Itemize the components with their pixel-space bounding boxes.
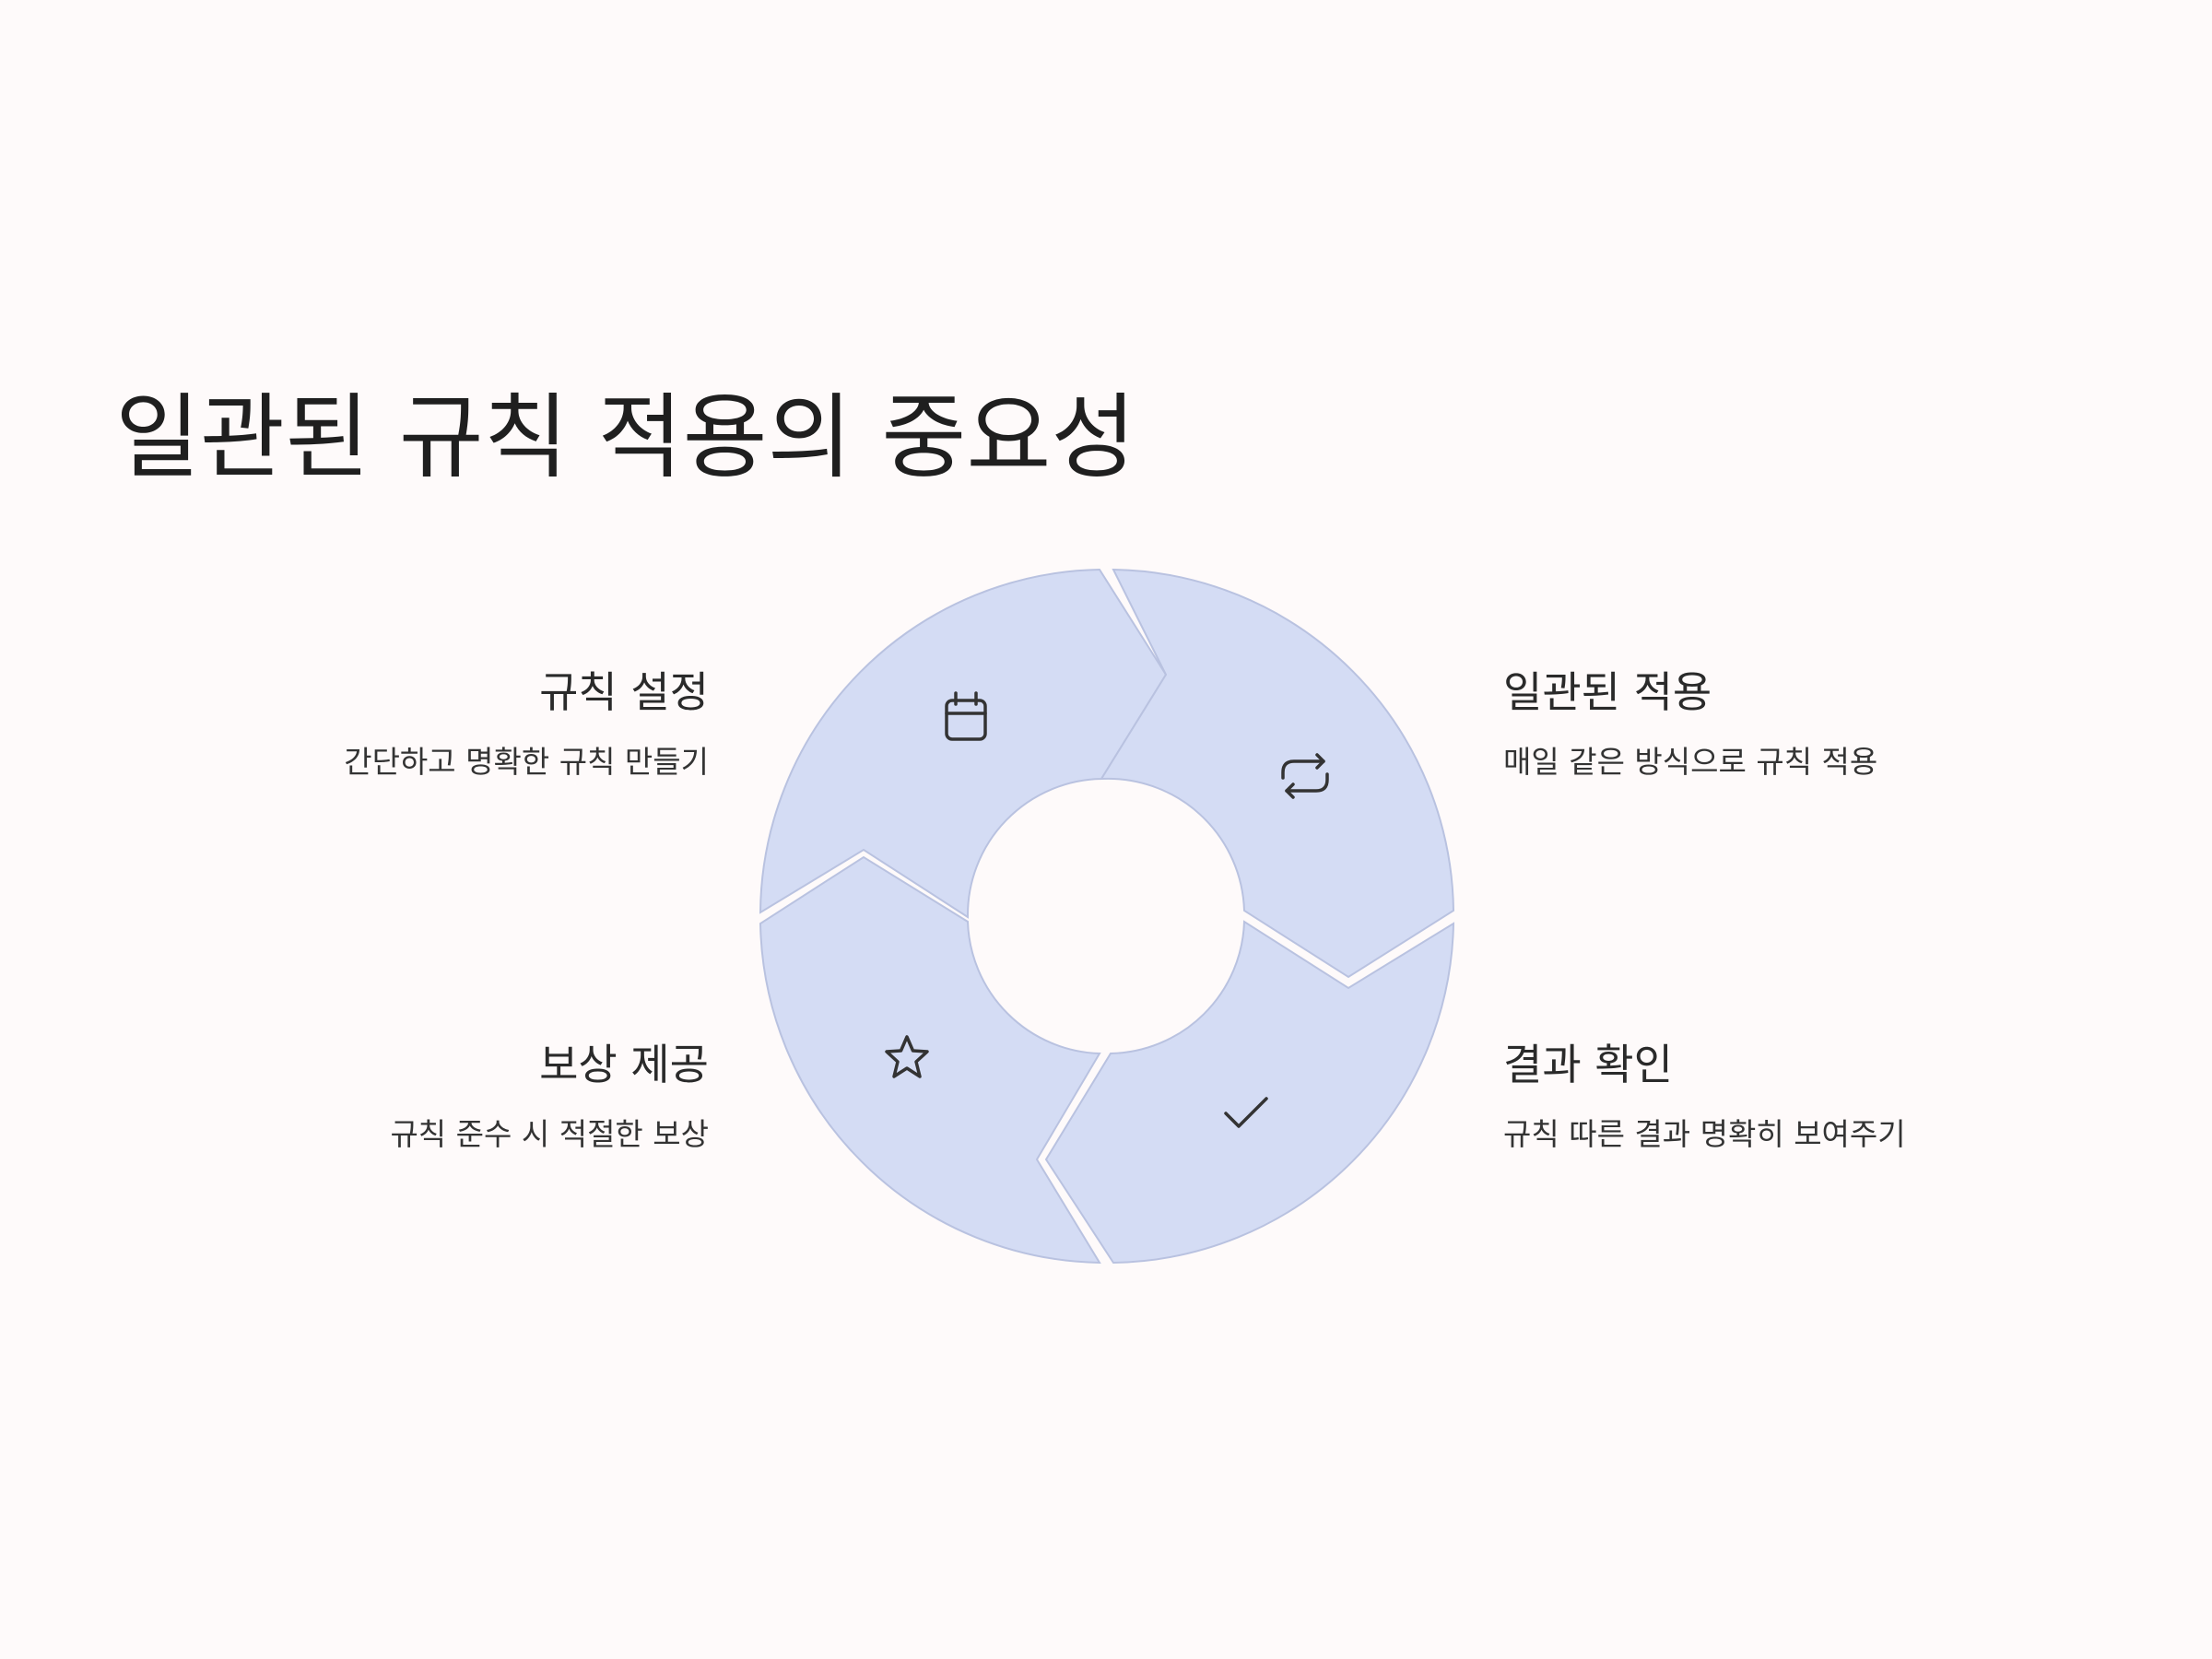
step-title: 규칙 설정	[539, 667, 709, 717]
segment-check-result	[1044, 920, 1455, 1265]
star-icon	[885, 1035, 929, 1078]
step-title: 보상 제공	[539, 1040, 709, 1089]
step-provide-reward: 보상 제공 규칙 준수 시 적절한 보상	[193, 1043, 709, 1149]
repeat-icon	[1281, 753, 1329, 799]
segment-rule-setting	[759, 568, 1168, 919]
step-title: 일관된 적용	[1503, 667, 1712, 717]
step-description: 규칙 따른 결과 명확히 보여주기	[1503, 1116, 1906, 1152]
calendar-icon	[945, 691, 987, 741]
step-description: 간단하고 명확한 규칙 만들기	[344, 744, 709, 780]
segment-consistent-application	[1100, 568, 1455, 979]
step-consistent-application: 일관된 적용 매일 같은 방식으로 규칙 적용	[1503, 671, 2019, 777]
step-description: 매일 같은 방식으로 규칙 적용	[1503, 744, 1878, 780]
step-rule-setting: 규칙 설정 간단하고 명확한 규칙 만들기	[193, 671, 709, 777]
check-icon	[1224, 1097, 1268, 1128]
segment-provide-reward	[759, 855, 1101, 1265]
page-title: 일관된 규칙 적용의 중요성	[115, 383, 1136, 491]
step-check-result: 결과 확인 규칙 따른 결과 명확히 보여주기	[1503, 1043, 2019, 1149]
step-description: 규칙 준수 시 적절한 보상	[390, 1116, 709, 1152]
step-title: 결과 확인	[1503, 1040, 1673, 1089]
